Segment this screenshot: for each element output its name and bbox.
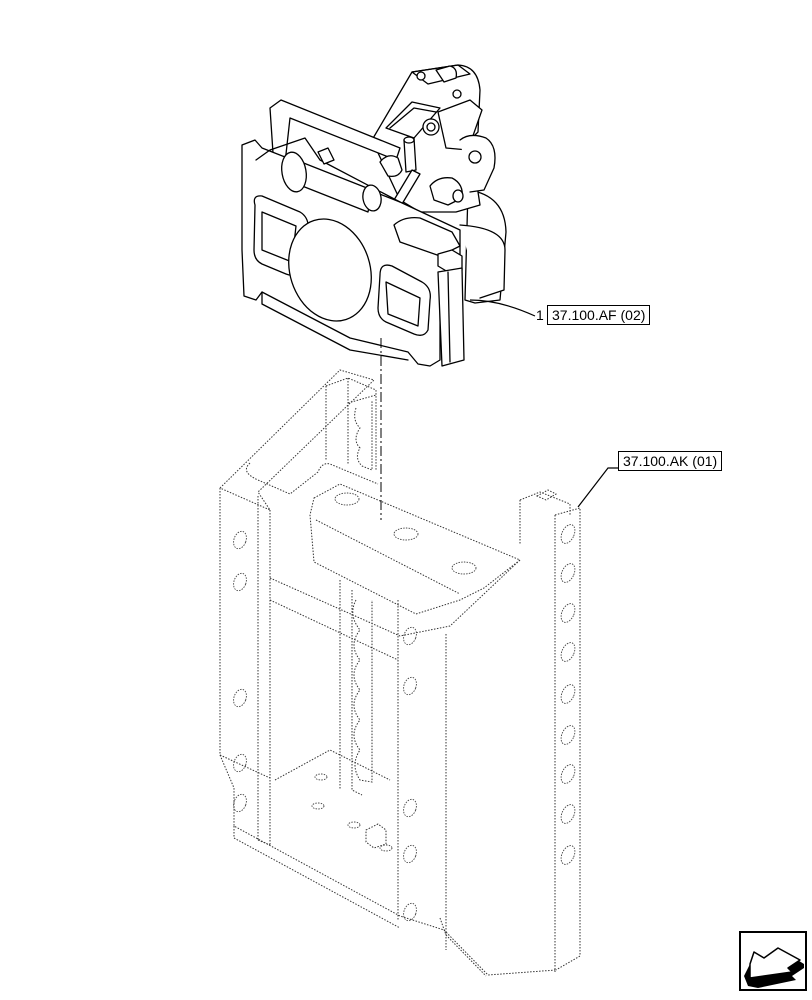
hitch-mounting-frame[interactable]: [219, 369, 581, 977]
previous-page-arrow-icon[interactable]: [738, 930, 808, 992]
leader-line-frame: [577, 467, 618, 508]
callout-37-100-ak-01[interactable]: 37.100.AK (01): [618, 451, 723, 471]
frame-holes: [233, 492, 576, 922]
leader-line-item-1: [469, 299, 536, 317]
callout-37-100-af-02[interactable]: 37.100.AF (02): [547, 305, 651, 325]
hitch-assembly[interactable]: [241, 64, 507, 367]
item-number-1: 1: [536, 307, 544, 323]
